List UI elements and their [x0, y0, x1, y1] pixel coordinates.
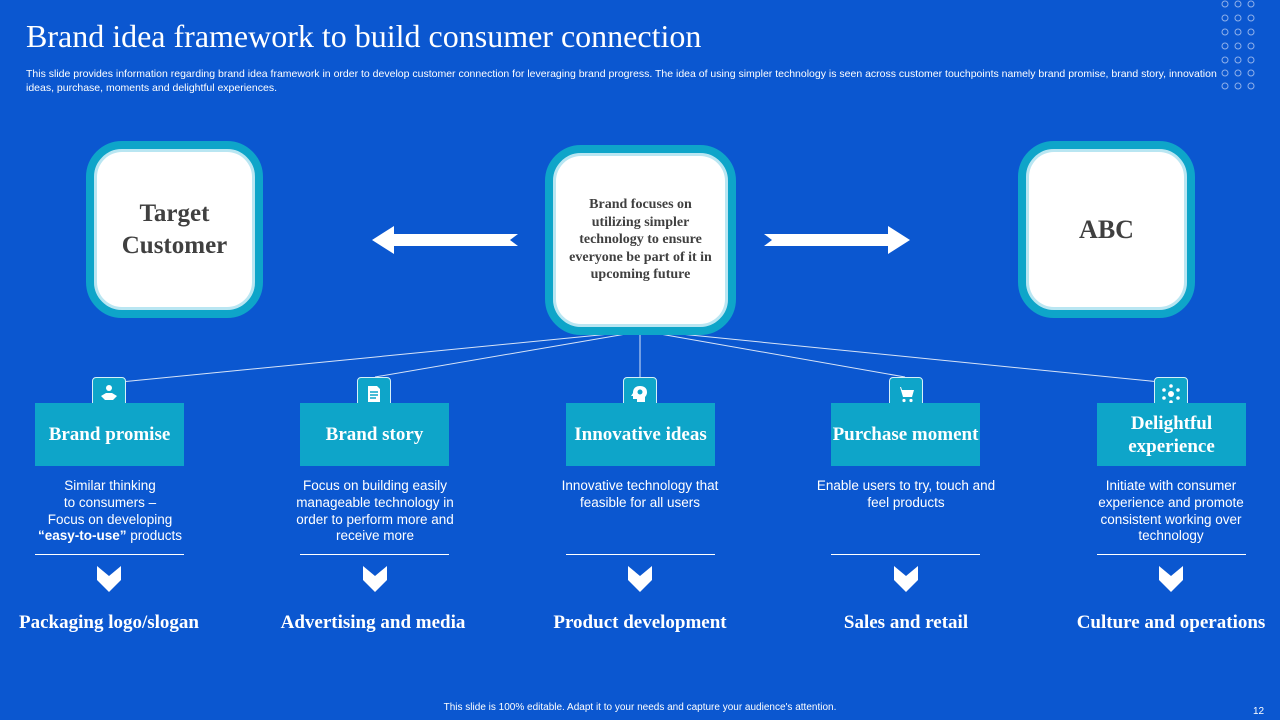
dot-grid-decoration	[1221, 0, 1255, 90]
column-heading: Innovative ideas	[566, 403, 715, 466]
column-heading: Brand promise	[35, 403, 184, 466]
chevron-down-icon	[628, 566, 652, 592]
desc-line: Similar thinking	[64, 478, 156, 493]
chevron-down-icon	[363, 566, 387, 592]
column-description: Innovative technology that feasible for …	[561, 478, 719, 510]
column-heading: Purchase moment	[831, 403, 980, 466]
chevron-down-icon	[1159, 566, 1183, 592]
target-customer-label: Target Customer	[121, 199, 228, 259]
column-description: Initiate with consumer experience and pr…	[1098, 478, 1244, 544]
desc-emphasis: “easy-to-use”	[37, 528, 127, 544]
chevron-down-icon	[894, 566, 918, 592]
divider-line	[1097, 554, 1246, 555]
divider-line	[300, 554, 449, 555]
divider-line	[566, 554, 715, 555]
brand-abc-box: ABC	[1018, 141, 1195, 318]
right-arrow-icon	[764, 226, 910, 254]
touchpoint-label: Packaging logo/slogan	[19, 612, 199, 633]
column-heading: Delightful experience	[1097, 403, 1246, 466]
column-heading: Brand story	[300, 403, 449, 466]
touchpoint-label: Advertising and media	[280, 612, 466, 633]
touchpoint-label: Product development	[553, 612, 727, 633]
slide-subtitle: This slide provides information regardin…	[26, 68, 1217, 94]
column-description: Focus on building easily manageable tech…	[296, 478, 454, 544]
desc-tail: products	[126, 528, 183, 544]
desc-line: to consumers –	[63, 494, 157, 510]
divider-line	[35, 554, 184, 555]
page-number: 12	[1253, 706, 1265, 717]
chevron-down-icon	[97, 566, 121, 592]
column-description: Enable users to try, touch and feel prod…	[816, 478, 996, 510]
divider-line	[831, 554, 980, 555]
desc-line: Focus on developing	[47, 511, 173, 527]
left-arrow-icon	[372, 226, 518, 254]
slide-title: Brand idea framework to build consumer c…	[26, 18, 702, 54]
column-description: Similar thinking to consumers – Focus on…	[20, 478, 200, 545]
central-idea-box: Brand focuses on utilizing simpler techn…	[545, 145, 736, 335]
slide-footer: This slide is 100% editable. Adapt it to…	[443, 702, 837, 713]
brand-abc-label: ABC	[1079, 214, 1134, 244]
target-customer-box: Target Customer	[86, 141, 263, 318]
central-idea-text: Brand focuses on utilizing simpler techn…	[569, 197, 712, 283]
touchpoint-label: Sales and retail	[843, 612, 969, 633]
touchpoint-label: Culture and operations	[1076, 612, 1266, 633]
